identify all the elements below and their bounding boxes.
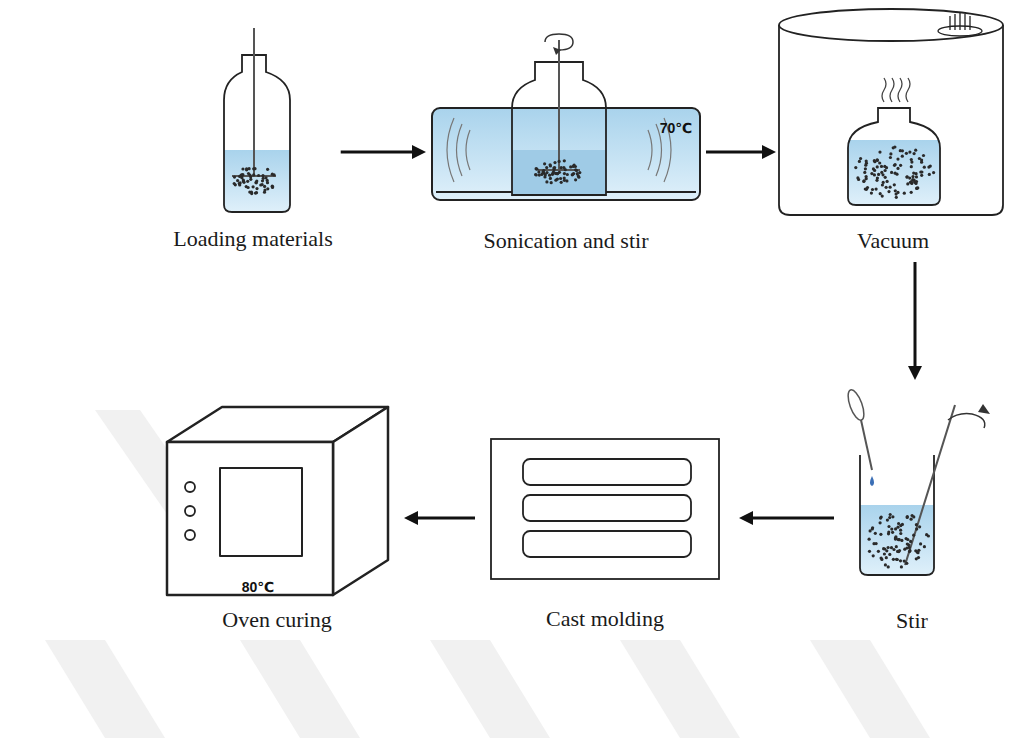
- temperature-label: 70℃: [660, 120, 693, 136]
- flow-arrow: [739, 511, 834, 525]
- process-step: Sonication and stir 70℃: [430, 28, 702, 254]
- step-caption: Sonication and stir: [484, 228, 649, 254]
- process-step: Stir: [852, 388, 972, 634]
- step-caption: Oven curing: [222, 607, 331, 633]
- loading-jar: [224, 28, 290, 212]
- temperature-label: 80℃: [242, 579, 275, 595]
- flow-arrow: [404, 511, 475, 525]
- stir-beaker: [845, 388, 990, 575]
- flow-arrow: [908, 262, 922, 380]
- step-caption: Stir: [896, 608, 928, 634]
- flow-arrow: [341, 145, 426, 159]
- sonication-bath: [432, 34, 700, 200]
- process-step: Cast molding: [489, 438, 721, 632]
- cast-mold: [491, 439, 719, 579]
- step-caption: Loading materials: [173, 226, 332, 252]
- watermark: [45, 410, 930, 738]
- process-step: Vacuum: [780, 10, 1006, 254]
- curing-oven: [167, 407, 388, 595]
- process-step: Oven curing 80℃: [164, 405, 390, 633]
- step-caption: Cast molding: [546, 606, 664, 632]
- process-step: Loading materials: [169, 40, 336, 252]
- step-caption: Vacuum: [857, 228, 929, 254]
- flow-arrow: [706, 145, 776, 159]
- vacuum-chamber: [779, 9, 1003, 215]
